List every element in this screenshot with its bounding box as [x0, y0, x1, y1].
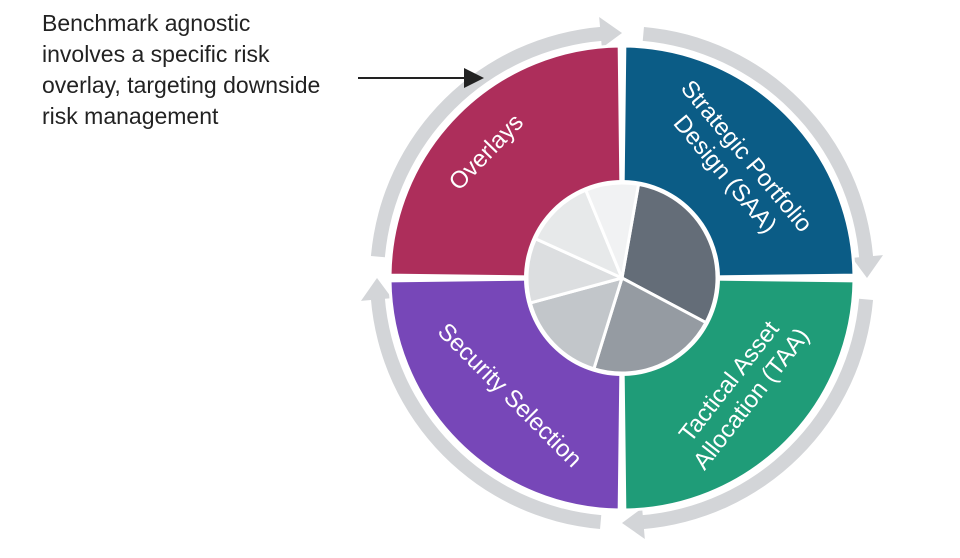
annotation-line: overlay, targeting downside [42, 72, 321, 98]
center-pie-chart [524, 180, 720, 376]
cycle-arrows [360, 16, 884, 540]
cycle-arrow-overlays-to-saa [370, 16, 622, 258]
annotation-line: risk management [42, 103, 219, 129]
cycle-arrow-saa-to-taa [642, 26, 884, 278]
pie-slice [584, 181, 640, 280]
annotation-line: Benchmark agnostic [42, 10, 251, 36]
pie-slice [620, 182, 719, 325]
cycle-arrow-security-to-overlays [360, 278, 602, 530]
annotation-text: Benchmark agnostic involves a specific r… [42, 8, 362, 132]
pie-slice [592, 276, 708, 375]
cycle-arrow-taa-to-security [622, 298, 874, 540]
annotation-line: involves a specific risk [42, 41, 270, 67]
pie-slice [528, 276, 624, 371]
